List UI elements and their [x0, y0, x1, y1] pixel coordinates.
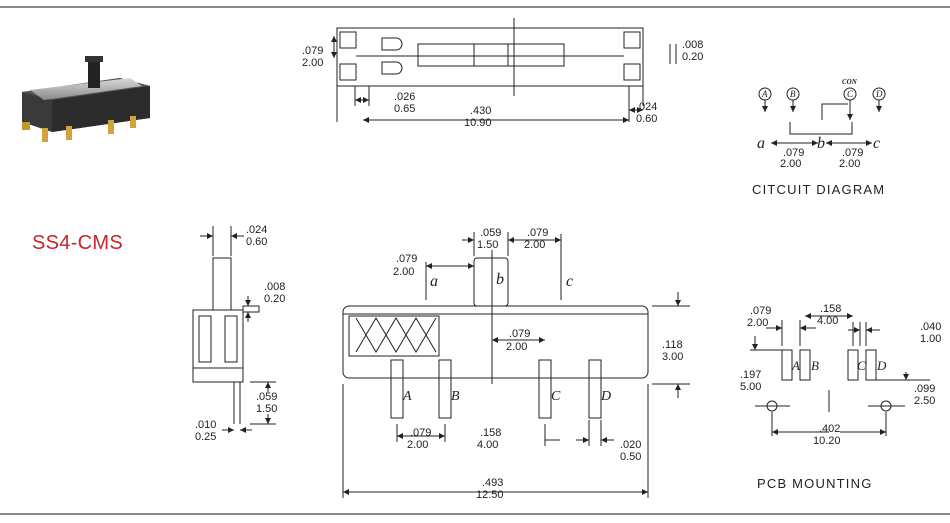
- front-dim-118-mm: 3.00: [662, 351, 683, 363]
- top-dim-430-mm: 10.90: [464, 117, 492, 129]
- circuit-caption: CITCUIT DIAGRAM: [752, 182, 885, 197]
- pcb-dim-197-in: .197: [740, 369, 761, 381]
- circuit-con-label: CON: [842, 78, 858, 86]
- front-pos-c: c: [566, 273, 573, 290]
- top-dim-008-mm: 0.20: [682, 51, 703, 63]
- front-dim-158-in: .158: [480, 427, 501, 439]
- front-dim-079b-in: .079: [396, 253, 417, 265]
- circuit-b: b: [817, 135, 825, 152]
- front-dim-493-mm: 12.50: [476, 489, 504, 501]
- pcb-dim-158-mm: 4.00: [817, 315, 838, 327]
- front-pin-c: C: [551, 389, 561, 404]
- top-dim-024-mm: 0.60: [636, 113, 657, 125]
- top-view-drawing: [331, 18, 677, 123]
- pcb-dim-099-mm: 2.50: [914, 395, 935, 407]
- circuit-pin-c: C: [847, 89, 854, 99]
- side-view-drawing: [192, 226, 276, 433]
- top-dim-024-in: .024: [636, 101, 657, 113]
- pcb-dim-158-in: .158: [820, 303, 841, 315]
- circuit-dim1-mm: 2.00: [780, 158, 801, 170]
- front-dim-020-mm: 0.50: [620, 451, 641, 463]
- front-pos-a: a: [430, 273, 438, 290]
- front-dim-118-in: .118: [662, 339, 683, 351]
- pcb-dim-197-mm: 5.00: [740, 381, 761, 393]
- circuit-dim2-in: .079: [842, 147, 863, 159]
- side-dim-010-mm: 0.25: [195, 431, 216, 443]
- side-dim-008-mm: 0.20: [264, 293, 285, 305]
- front-dim-079a-mm: 2.00: [524, 239, 545, 251]
- pcb-dim-079-mm: 2.00: [747, 317, 768, 329]
- pcb-dim-040-mm: 1.00: [920, 333, 941, 345]
- pcb-dim-099-in: .099: [914, 383, 935, 395]
- front-pin-b: B: [451, 389, 460, 404]
- front-dim-079d-mm: 2.00: [407, 439, 428, 451]
- top-rule: [0, 6, 950, 8]
- circuit-dim1-in: .079: [783, 147, 804, 159]
- top-dim-026-in: .026: [394, 91, 415, 103]
- circuit-pin-d: D: [875, 89, 883, 99]
- pcb-dim-040-in: .040: [920, 321, 941, 333]
- side-dim-024-mm: 0.60: [246, 236, 267, 248]
- top-dim-430-in: .430: [470, 105, 491, 117]
- pcb-pin-d: D: [876, 358, 887, 373]
- pcb-pin-a: A: [791, 358, 800, 373]
- circuit-pin-a: A: [761, 89, 768, 99]
- front-dim-079d-in: .079: [410, 427, 431, 439]
- front-dim-493-in: .493: [482, 477, 503, 489]
- side-dim-059-mm: 1.50: [256, 403, 277, 415]
- pcb-mounting-drawing: [750, 313, 930, 436]
- front-dim-079a-in: .079: [527, 227, 548, 239]
- circuit-a: a: [757, 135, 765, 152]
- bottom-rule: [0, 513, 950, 515]
- front-dim-059-in: .059: [480, 227, 501, 239]
- front-view-drawing: [342, 232, 690, 498]
- product-photo: [22, 56, 150, 142]
- top-dim-079-mm: 2.00: [302, 57, 323, 69]
- front-dim-059-mm: 1.50: [477, 239, 498, 251]
- pcb-dim-079-in: .079: [750, 305, 771, 317]
- front-pin-d: D: [600, 389, 611, 404]
- circuit-c: c: [873, 135, 880, 152]
- circuit-pin-b: B: [790, 89, 796, 99]
- front-dim-079c-in: .079: [509, 328, 530, 340]
- front-dim-020-in: .020: [620, 439, 641, 451]
- top-dim-026-mm: 0.65: [394, 103, 415, 115]
- front-pin-a: A: [402, 389, 412, 404]
- pcb-dim-402-mm: 10.20: [813, 435, 841, 447]
- side-dim-010-in: .010: [195, 419, 216, 431]
- side-dim-008-in: .008: [264, 281, 285, 293]
- front-pos-b: b: [496, 271, 504, 288]
- part-number: SS4-CMS: [32, 232, 124, 254]
- pcb-pin-b: B: [811, 358, 819, 373]
- front-dim-079c-mm: 2.00: [506, 341, 527, 353]
- pcb-pin-c: C: [857, 358, 866, 373]
- front-dim-079b-mm: 2.00: [393, 266, 414, 278]
- side-dim-059-in: .059: [256, 391, 277, 403]
- top-dim-008-in: .008: [682, 39, 703, 51]
- pcb-caption: PCB MOUNTING: [757, 476, 873, 491]
- pcb-dim-402-in: .402: [819, 423, 840, 435]
- side-dim-024-in: .024: [246, 224, 267, 236]
- top-dim-079-in: .079: [302, 45, 323, 57]
- front-dim-158-mm: 4.00: [477, 439, 498, 451]
- circuit-diagram: [758, 87, 886, 146]
- circuit-dim2-mm: 2.00: [839, 158, 860, 170]
